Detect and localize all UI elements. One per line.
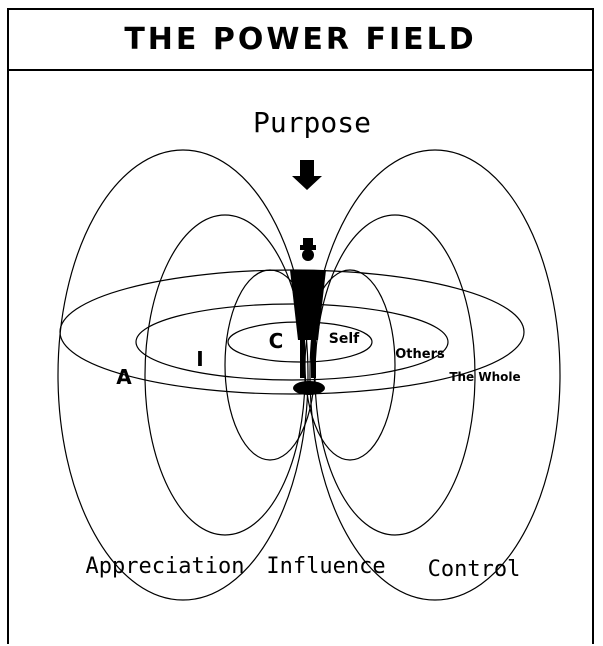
influence-label: Influence: [266, 554, 385, 579]
self-label: Self: [329, 331, 360, 347]
others-label: Others: [395, 347, 445, 362]
outer-right-loop: [310, 150, 560, 600]
appreciation-label: Appreciation: [86, 554, 245, 579]
purpose-arrow-icon: [292, 160, 322, 190]
control-label: Control: [428, 557, 521, 582]
the-whole-label: The Whole: [449, 370, 520, 384]
plane-others: [136, 304, 448, 380]
ring-i-label: I: [196, 347, 203, 371]
purpose-label: Purpose: [253, 106, 371, 139]
outer-left-loop: [58, 150, 308, 600]
ring-a-label: A: [116, 365, 132, 389]
ring-c-label: C: [269, 329, 284, 353]
